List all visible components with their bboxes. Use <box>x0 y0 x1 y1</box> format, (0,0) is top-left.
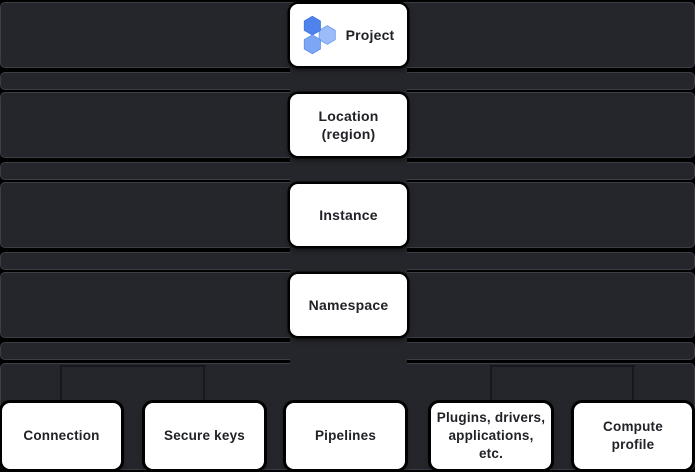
level-node-location: Location (region) <box>290 94 407 156</box>
level-label-location: Location (region) <box>318 107 379 142</box>
child-label-secure-keys: Secure keys <box>163 428 245 444</box>
level-label-namespace: Namespace <box>308 296 389 313</box>
child-node-compute-profile: Compute profile <box>574 403 692 469</box>
child-node-connection: Connection <box>2 403 121 469</box>
connector-line-right <box>490 365 635 367</box>
level-label-project: Project <box>345 26 395 43</box>
connector-drop-plugins <box>490 365 492 401</box>
child-node-plugins: Plugins, drivers, applications, etc. <box>431 403 551 469</box>
level-node-project: Project <box>290 4 407 66</box>
level-node-instance: Instance <box>290 184 407 246</box>
child-node-pipelines: Pipelines <box>286 403 405 469</box>
level-label-instance: Instance <box>319 206 378 223</box>
child-label-compute-profile: Compute profile <box>603 419 663 452</box>
connector-drop-compute-profile <box>632 365 634 401</box>
child-label-connection: Connection <box>23 428 100 444</box>
connector-line-left <box>60 365 206 367</box>
child-label-plugins: Plugins, drivers, applications, etc. <box>436 410 546 461</box>
connector-drop-connection <box>60 365 62 401</box>
level-node-namespace: Namespace <box>290 274 407 336</box>
data-fusion-hexagons-icon <box>303 15 336 55</box>
child-node-secure-keys: Secure keys <box>145 403 264 469</box>
connector-drop-secure-keys <box>203 365 205 401</box>
child-label-pipelines: Pipelines <box>314 428 377 444</box>
